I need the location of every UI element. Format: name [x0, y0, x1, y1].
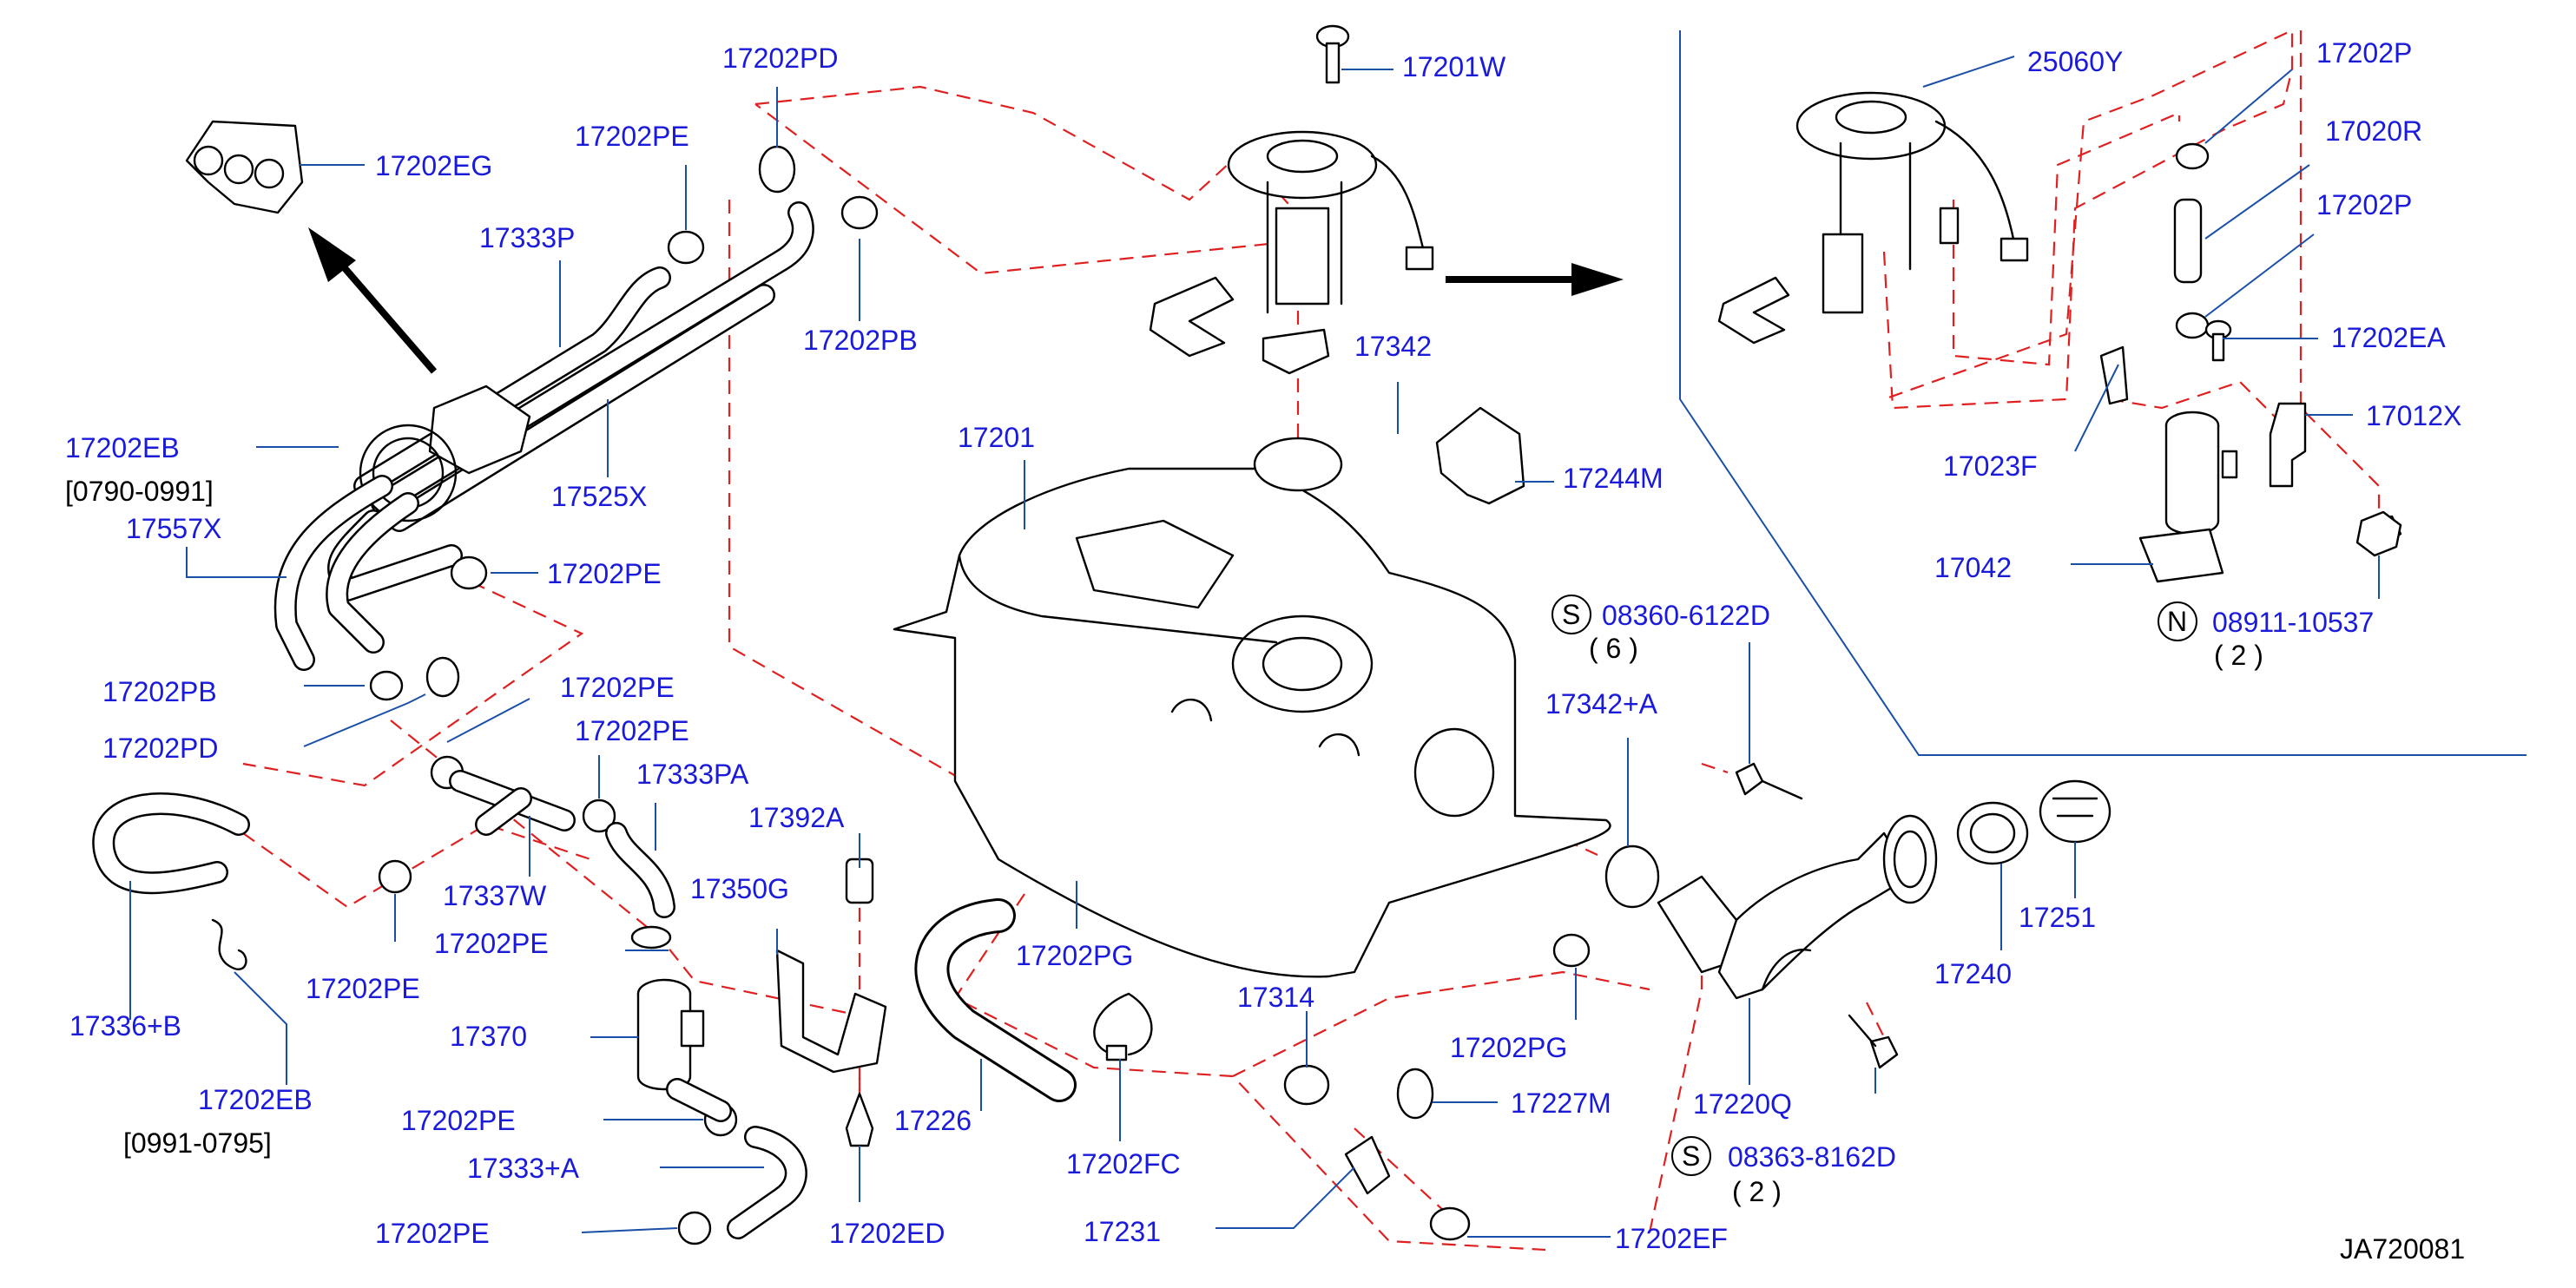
label-17201W: 17201W: [1402, 51, 1506, 82]
leader-lines: [129, 56, 2380, 1238]
label-bolt-S1-symbol: S: [1562, 599, 1580, 630]
hose-17333A-part: [727, 1126, 807, 1239]
label-25060Y: 25060Y: [2027, 46, 2123, 77]
clip-17202ED-part: [845, 1092, 874, 1147]
label-17202PE-g: 17202PE: [401, 1105, 516, 1136]
label-17202PE-b: 17202PE: [547, 558, 662, 589]
label-17202PE-e: 17202PE: [434, 928, 549, 959]
label-08363-qty: ( 2 ): [1732, 1176, 1782, 1207]
label-17342A: 17342+A: [1545, 688, 1658, 720]
label-17333A: 17333+A: [467, 1153, 580, 1184]
label-17370: 17370: [450, 1021, 527, 1052]
inset-frame: [1679, 30, 2527, 756]
label-17202PE-h: 17202PE: [375, 1218, 490, 1249]
label-17202EB-a: 17202EB: [65, 432, 180, 463]
label-17202ED: 17202ED: [829, 1218, 945, 1249]
bracket-17244M-part: [1435, 406, 1525, 505]
label-08911-10537: 08911-10537: [2212, 607, 2374, 638]
screw-17201W-part: [1315, 24, 1350, 84]
inset-bracket-17012X-part: [2269, 402, 2307, 488]
inset-pin-17202EA-part: [2204, 319, 2232, 362]
label-17392A: 17392A: [748, 802, 845, 833]
label-17314: 17314: [1237, 982, 1314, 1013]
label-17333PA: 17333PA: [636, 759, 749, 790]
label-17525X: 17525X: [551, 481, 647, 512]
label-17336B: 17336+B: [69, 1010, 181, 1042]
label-17333P: 17333P: [479, 222, 575, 253]
label-17202PB-left: 17202PB: [102, 676, 217, 707]
label-08363-8162D: 08363-8162D: [1728, 1141, 1896, 1173]
hose-17226-part: [914, 898, 1077, 1102]
fuel-pump-assembly-part: [1149, 130, 1434, 375]
hose-17333PA-part: [605, 822, 675, 918]
label-17337W: 17337W: [443, 880, 547, 911]
label-17042: 17042: [1934, 552, 2012, 583]
filler-neck-17220Q-part: [1657, 814, 1938, 1000]
label-17020R: 17020R: [2325, 115, 2422, 147]
label-17202PE-a: 17202PE: [575, 121, 689, 152]
label-17012X: 17012X: [2366, 400, 2461, 431]
label-17202EB-b: 17202EB: [198, 1084, 313, 1115]
label-17226: 17226: [894, 1105, 972, 1136]
label-17202EB-b-range: [0991-0795]: [123, 1127, 272, 1159]
label-17202PE-c: 17202PE: [560, 672, 675, 703]
inset-pump-25060Y-part: [1717, 91, 2029, 345]
label-17240: 17240: [1934, 958, 2012, 989]
label-17201: 17201: [958, 422, 1035, 453]
direction-arrows: [308, 227, 1624, 374]
bracket-17350G-part: [775, 949, 887, 1074]
inset-tube-17020R-part: [2173, 198, 2203, 284]
label-17202PG-a: 17202PG: [1016, 940, 1133, 971]
clip-17202EB-part: [211, 918, 247, 970]
label-17202EB-a-range: [0790-0991]: [65, 476, 214, 507]
label-17202EA: 17202EA: [2331, 322, 2446, 353]
hose-17557X-part: [273, 475, 419, 671]
fuel-tank-17201-part: [893, 467, 1611, 978]
label-17202PG-b: 17202PG: [1450, 1032, 1567, 1063]
label-17231: 17231: [1084, 1216, 1161, 1247]
label-17202PD-left: 17202PD: [102, 733, 218, 764]
label-17202P-a: 17202P: [2316, 37, 2412, 69]
label-17023F: 17023F: [1943, 450, 2038, 482]
label-17202EG: 17202EG: [375, 150, 492, 181]
label-08360-6122D: 08360-6122D: [1602, 600, 1770, 631]
label-08911-qty: ( 2 ): [2214, 640, 2263, 671]
label-17202PB-top: 17202PB: [803, 325, 918, 356]
label-17202PD-top: 17202PD: [722, 43, 838, 74]
grommet-17202EG-part: [185, 120, 304, 214]
label-17202PE-d: 17202PE: [575, 715, 689, 746]
inset-nut-part: [2355, 510, 2402, 557]
label-17342: 17342: [1354, 331, 1432, 362]
label-17202EF: 17202EF: [1615, 1223, 1728, 1254]
filler-cap-part: [1956, 779, 2112, 865]
gasket-17342-part: [1253, 437, 1343, 492]
label-17251: 17251: [2019, 902, 2096, 933]
label-bolt-S2-symbol: S: [1682, 1140, 1700, 1172]
fittings-part: [1283, 1064, 1471, 1241]
tee-17337W-part: [449, 770, 576, 836]
label-nut-N-symbol: N: [2167, 606, 2187, 637]
label-17202FC: 17202FC: [1066, 1148, 1181, 1180]
label-17557X: 17557X: [126, 513, 221, 544]
diagram-id: JA720081: [2340, 1233, 2465, 1265]
part-labels: 17202EG 17202PD 17202PE 17333P 17202PB 1…: [65, 37, 2465, 1265]
label-17202PE-f: 17202PE: [306, 973, 420, 1004]
label-17202P-b: 17202P: [2316, 189, 2412, 220]
label-17220Q: 17220Q: [1693, 1088, 1792, 1120]
hose-bundle-part: [327, 201, 814, 601]
label-17350G: 17350G: [690, 873, 789, 904]
inset-motor-17042-part: [2138, 411, 2238, 583]
seal-17342A-part: [1604, 844, 1660, 909]
inset-clip-17023F-part: [2099, 345, 2129, 405]
label-17227M: 17227M: [1511, 1088, 1611, 1119]
label-08360-qty: ( 6 ): [1589, 633, 1638, 664]
filter-17370-part: [636, 978, 732, 1122]
label-17244M: 17244M: [1563, 463, 1664, 494]
hose-17336B-part: [92, 792, 250, 895]
